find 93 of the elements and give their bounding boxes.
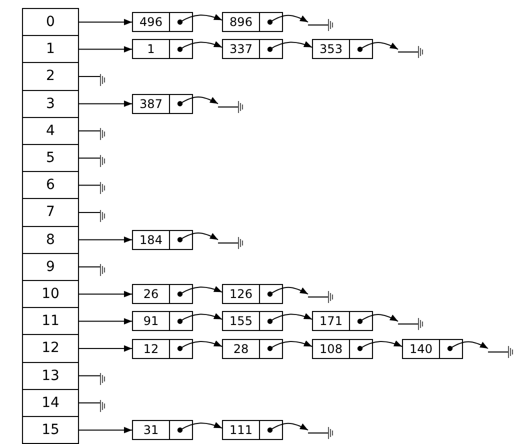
arrow [267, 14, 308, 25]
node-value: 171 [318, 313, 344, 330]
arrow [78, 345, 132, 352]
table-cell: 0 [22, 8, 79, 36]
null-terminator-icon [308, 424, 334, 436]
arrow [177, 96, 218, 106]
table-cell: 1 [22, 35, 79, 64]
table-cell: 8 [22, 226, 79, 254]
node-value: 31 [142, 422, 160, 440]
node-value: 126 [228, 286, 254, 304]
list-node [132, 420, 193, 440]
node-value: 91 [142, 313, 160, 330]
connector-line [78, 375, 100, 376]
arrow [177, 422, 222, 433]
arrow [177, 14, 222, 25]
node-value: 155 [228, 313, 254, 330]
node-value: 28 [232, 340, 250, 358]
node-value: 387 [138, 96, 164, 113]
arrow [78, 46, 132, 52]
table-cell: 11 [22, 307, 79, 336]
node-value: 12 [142, 340, 160, 358]
arrow [357, 340, 402, 352]
arrow [177, 232, 218, 242]
table-cell: 13 [22, 362, 79, 390]
list-node [132, 94, 193, 114]
table-cell: 9 [22, 252, 79, 281]
table-cell: 5 [22, 144, 79, 172]
list-node [222, 311, 283, 332]
connector-line [78, 184, 100, 186]
null-terminator-icon [398, 315, 424, 328]
connector-line [78, 212, 100, 213]
table-cell: 6 [22, 171, 79, 200]
list-node [312, 338, 373, 358]
arrow [267, 286, 308, 297]
arrow [78, 18, 132, 26]
node-value: 26 [142, 286, 160, 304]
null-terminator-icon [100, 152, 106, 164]
arrow [177, 41, 222, 52]
table-cell: 2 [22, 62, 79, 91]
node-value: 108 [318, 340, 344, 358]
list-node [132, 39, 193, 60]
node-value: 111 [228, 422, 254, 440]
arrow [78, 290, 132, 298]
null-terminator-icon [308, 288, 334, 300]
connector-line [78, 158, 100, 159]
arrow [78, 426, 132, 434]
arrow [78, 236, 132, 243]
connector-line [78, 130, 100, 132]
list-node [312, 311, 373, 332]
table-cell: 10 [22, 280, 79, 308]
list-node [222, 12, 283, 32]
list-node [132, 284, 193, 304]
node-value: 1 [146, 41, 156, 58]
node-value: 337 [228, 41, 254, 58]
table-cell: 15 [22, 416, 79, 444]
connector-line [78, 402, 100, 404]
table-cell: 7 [22, 198, 79, 227]
node-value: 140 [408, 340, 434, 358]
null-terminator-icon [100, 179, 106, 192]
connector-line [78, 76, 100, 77]
table-cell: 3 [22, 90, 79, 118]
arrow [267, 313, 312, 324]
list-node [402, 338, 463, 358]
list-node [132, 230, 193, 250]
list-node [312, 39, 373, 60]
arrow [447, 341, 488, 352]
list-node [132, 311, 193, 332]
arrow [357, 314, 398, 324]
table-cell: 14 [22, 388, 79, 417]
arrow [267, 422, 308, 433]
list-node [222, 420, 283, 440]
arrow [267, 41, 312, 52]
null-terminator-icon [308, 16, 334, 28]
list-node [222, 39, 283, 60]
list-node [132, 12, 193, 32]
table-cell: 12 [22, 334, 79, 363]
arrow [267, 340, 312, 352]
arrow [177, 313, 222, 324]
node-value: 896 [228, 14, 254, 32]
list-node [132, 338, 193, 358]
node-value: 496 [138, 14, 164, 32]
node-value: 184 [138, 232, 164, 249]
arrow [78, 318, 132, 324]
arrow [177, 286, 222, 297]
connector-line [78, 266, 100, 268]
arrow [177, 340, 222, 352]
list-node [222, 284, 283, 304]
node-value: 353 [318, 41, 344, 58]
arrow [357, 42, 398, 52]
table-cell: 4 [22, 116, 79, 145]
arrow [78, 100, 132, 107]
null-terminator-icon [398, 43, 424, 56]
list-node [222, 338, 283, 358]
